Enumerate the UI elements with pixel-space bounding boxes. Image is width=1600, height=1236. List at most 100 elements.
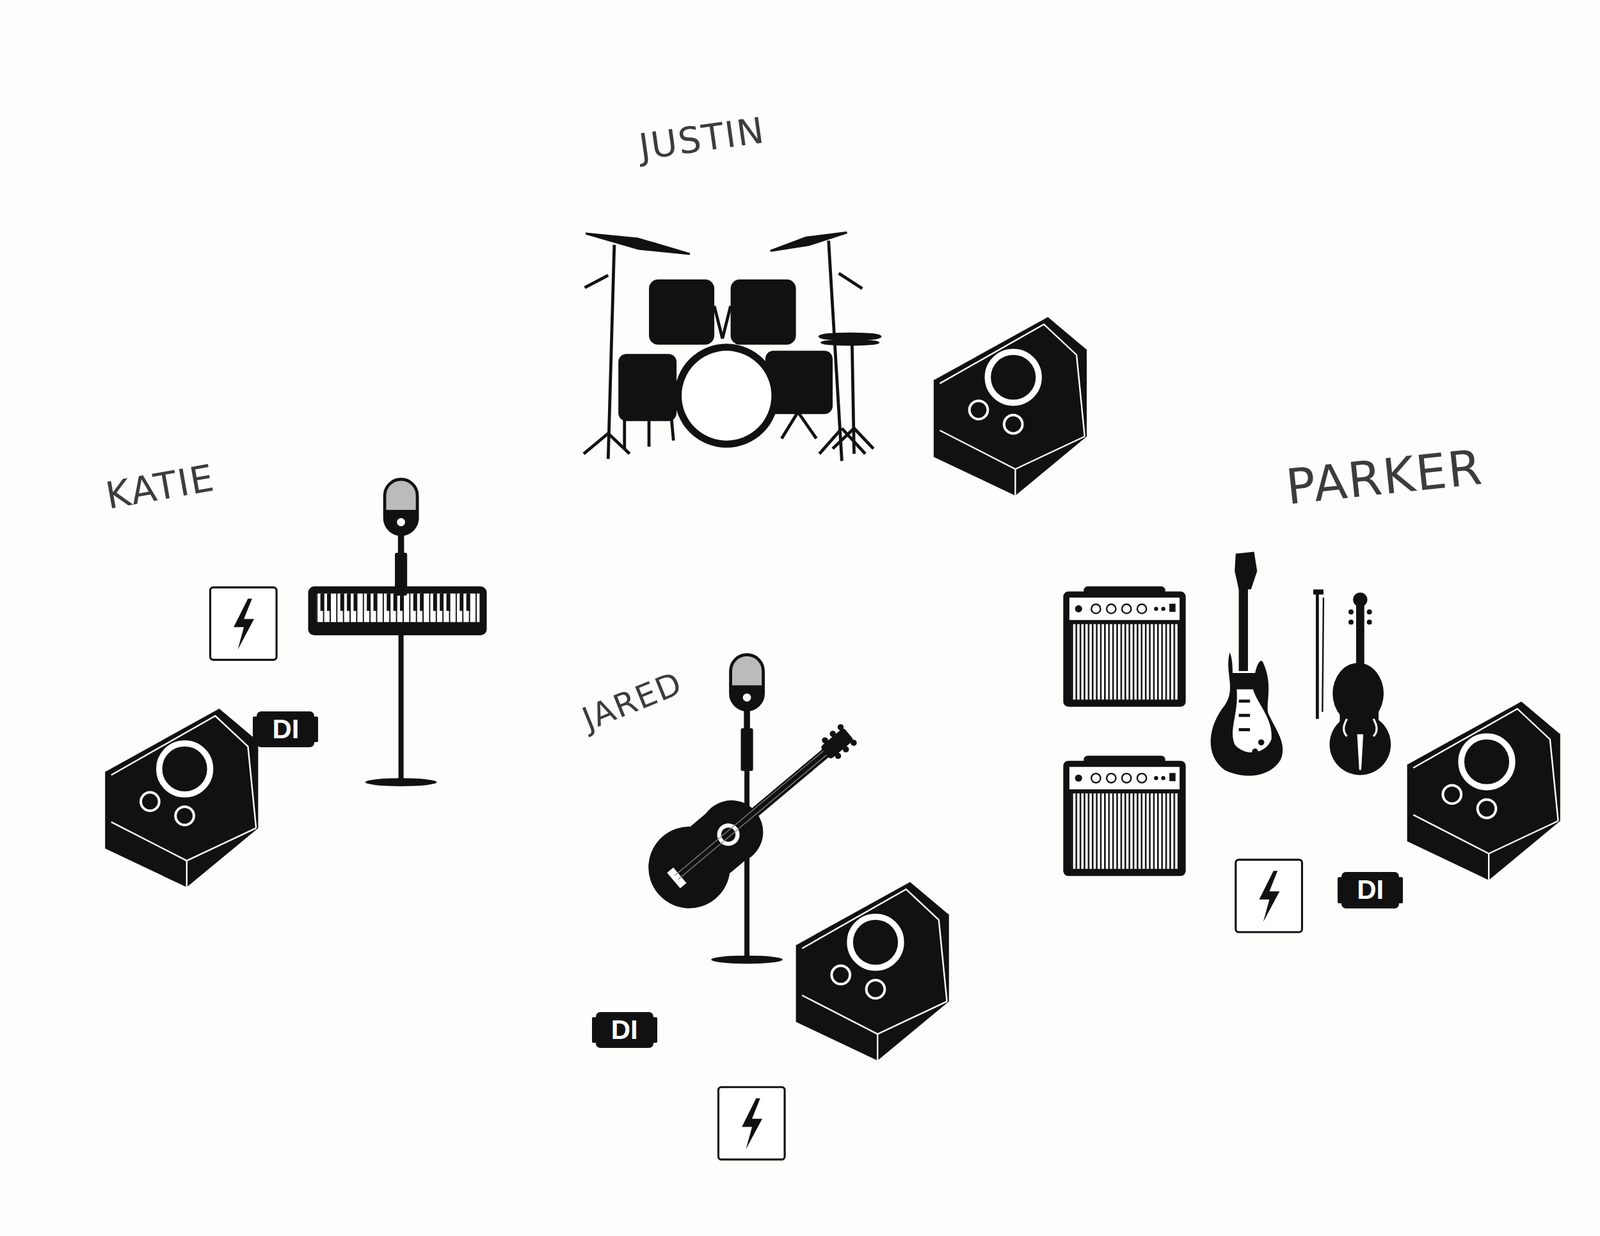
drawing-part: [1344, 719, 1348, 737]
drawing-part: [1251, 748, 1259, 756]
wedge-monitor: [1407, 700, 1561, 881]
drawing-part: [320, 593, 471, 612]
drawing-part: [384, 479, 418, 596]
drawing-part: [1339, 704, 1379, 735]
drawing-part: [346, 593, 351, 612]
drawing-part: [1234, 551, 1257, 590]
performer-name: PARKER: [1283, 440, 1486, 514]
drawing-part: [608, 245, 615, 460]
drawing-part: [1239, 728, 1251, 732]
drawing-part: [781, 412, 799, 439]
drawing-part: [820, 736, 829, 745]
drawing-part: [712, 819, 744, 851]
drawing-part: [832, 428, 854, 450]
drawing-part: [1356, 604, 1365, 666]
drawing-part: [819, 428, 842, 455]
drawing-part: [340, 593, 345, 612]
drawing-part: [841, 745, 850, 754]
power-outlet: [1235, 860, 1303, 933]
drawing-part: [433, 593, 438, 612]
di-label: DI: [611, 1015, 639, 1046]
drawing-part: [1210, 652, 1284, 776]
drawing-part: [466, 593, 471, 612]
drawing-part: [648, 279, 715, 345]
drawing-part: [666, 867, 687, 889]
drawing-part: [714, 305, 723, 339]
drawing-part: [1258, 739, 1265, 747]
drawing-part: [1357, 734, 1364, 771]
drawing-part: [730, 654, 764, 772]
drawing-part: [833, 752, 843, 761]
drawing-part: [839, 273, 863, 289]
drawing-part: [419, 593, 424, 612]
drawing-part: [854, 428, 874, 450]
drawing-part: [819, 333, 881, 340]
drawing-part: [439, 593, 444, 612]
performer-name: JUSTIN: [636, 110, 768, 168]
power-outlet: [209, 587, 277, 660]
drawing-part: [1239, 587, 1248, 672]
di-box: DI: [595, 1012, 654, 1049]
drawing-part: [1239, 700, 1251, 704]
drawing-part: [622, 418, 626, 450]
drawing-part: [583, 433, 608, 454]
drawing-part: [647, 418, 651, 448]
drawing-part: [1232, 689, 1272, 754]
di-box: DI: [1341, 872, 1400, 909]
di-box: DI: [256, 711, 315, 748]
drawing-part: [849, 738, 858, 747]
drawing-part: [1322, 597, 1324, 713]
drawing-part: [400, 593, 404, 612]
guitar-amp: [1063, 586, 1186, 708]
drawing-part: [1367, 619, 1373, 625]
performer-name: KATIE: [102, 458, 218, 518]
drawing-part: [373, 593, 378, 612]
wedge-monitor: [104, 707, 258, 888]
drawing-part: [327, 593, 331, 612]
drawing-part: [819, 727, 854, 760]
drawing-part: [730, 279, 797, 345]
drawing-part: [365, 778, 438, 787]
electric-guitar: [1210, 551, 1284, 776]
guitar-amp: [1063, 755, 1186, 877]
drawing-part: [459, 593, 464, 612]
violin: [1313, 589, 1391, 776]
drawing-part: [711, 956, 783, 965]
keyboard-mic-stand: [308, 479, 488, 787]
drum-kit: [583, 232, 881, 461]
drawing-part: [631, 702, 876, 926]
drawing-part: [1348, 619, 1354, 625]
drawing-part: [677, 750, 833, 880]
drawing-part: [674, 746, 830, 877]
wedge-monitor: [796, 881, 950, 1062]
drawing-part: [608, 433, 630, 454]
di-label: DI: [272, 714, 299, 745]
wedge-monitor: [933, 316, 1087, 496]
drawing-part: [631, 810, 747, 926]
drawing-part: [770, 232, 848, 251]
drawing-part: [1348, 609, 1354, 615]
drawing-part: [320, 593, 325, 612]
drawing-part: [353, 593, 358, 612]
drawing-part: [584, 275, 609, 288]
drawing-part: [836, 723, 845, 732]
di-label: DI: [1356, 874, 1384, 905]
drawing-part: [681, 350, 772, 441]
drawing-part: [690, 813, 746, 874]
drawing-part: [366, 593, 371, 612]
drawing-part: [1313, 589, 1324, 595]
drawing-part: [585, 233, 690, 255]
drawing-part: [718, 824, 738, 845]
drawing-part: [821, 340, 879, 345]
drawing-part: [1239, 714, 1251, 718]
drawing-part: [393, 593, 398, 612]
drawing-part: [1367, 609, 1373, 615]
performer-name: JARED: [577, 666, 688, 738]
drawing-part: [1315, 592, 1320, 720]
drawing-part: [446, 593, 451, 612]
power-outlet: [718, 1087, 785, 1160]
